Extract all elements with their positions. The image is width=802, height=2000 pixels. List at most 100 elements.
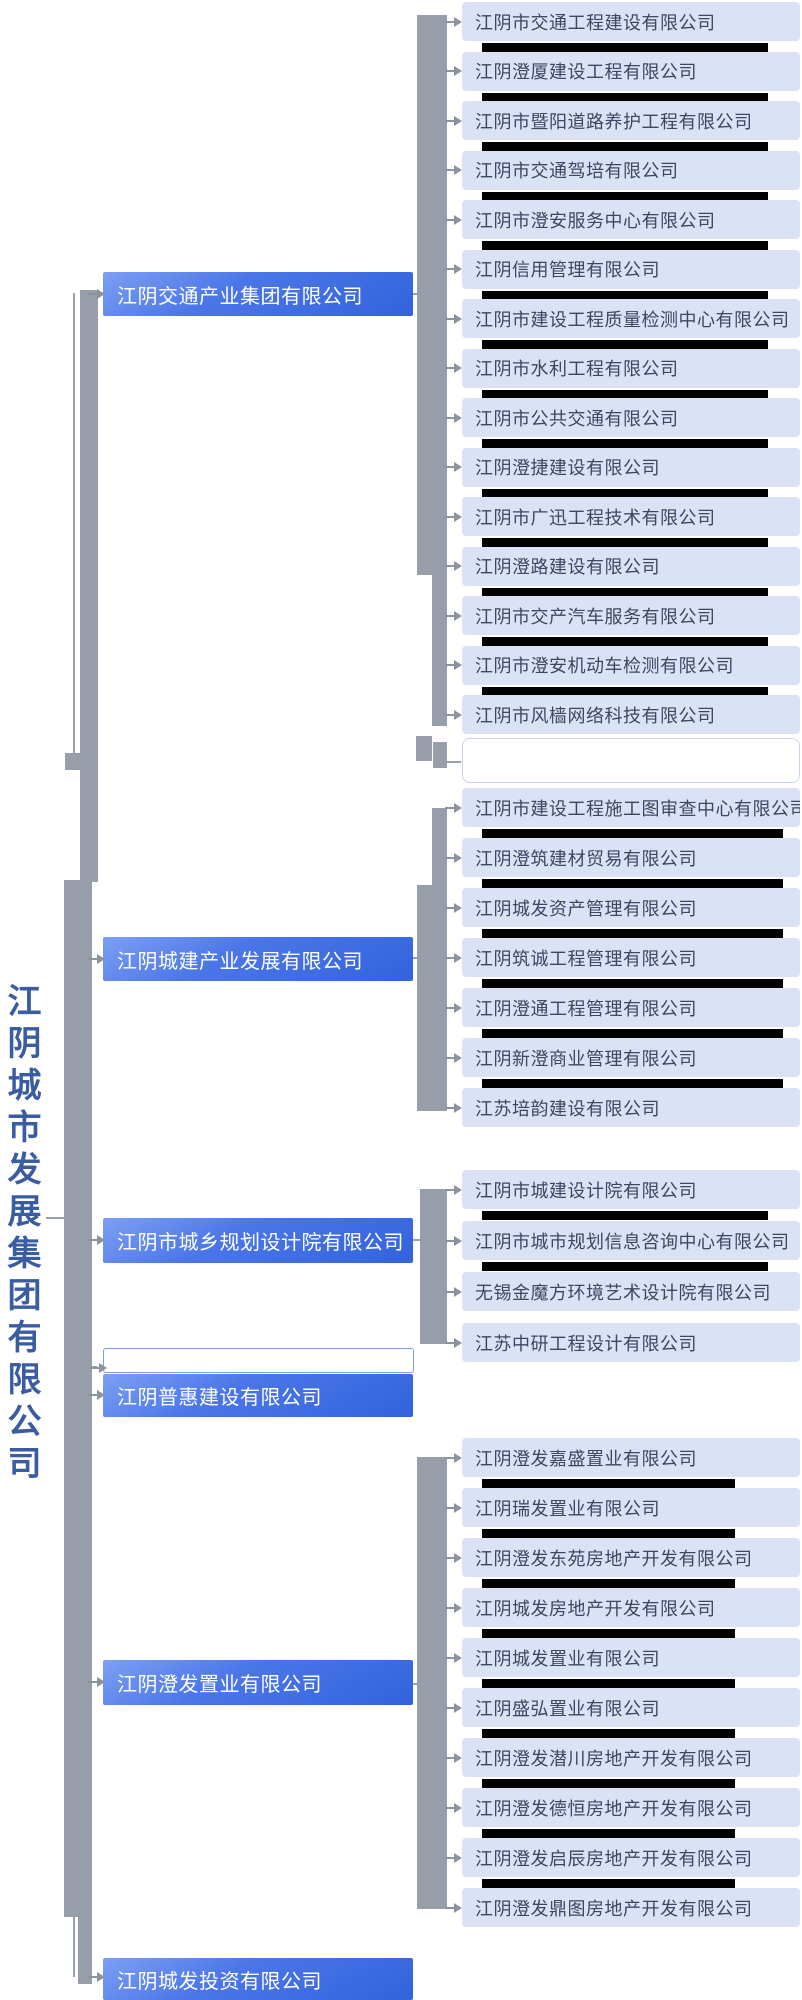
arrow-head xyxy=(454,313,462,324)
subsidiary-node: 江苏中研工程设计有限公司 xyxy=(462,1323,800,1362)
child-arrow-icon xyxy=(445,16,462,27)
redaction-bar xyxy=(482,538,768,547)
subsidiary-node: 江阴澄发启辰房地产开发有限公司 xyxy=(462,1838,800,1877)
connector-line xyxy=(413,1239,421,1241)
arrow-line xyxy=(445,1056,455,1059)
arrow-line xyxy=(445,856,455,859)
child-arrow-icon xyxy=(445,115,462,126)
arrow-line xyxy=(445,466,455,468)
arrow-head xyxy=(454,1002,462,1013)
empty-subsidiary-node xyxy=(462,738,800,783)
parent-arrow-icon xyxy=(88,1677,105,1687)
subsidiary-node: 江阴澄发德恒房地产开发有限公司 xyxy=(462,1788,800,1827)
arrow-line xyxy=(445,20,455,23)
child-arrow-icon xyxy=(445,1702,462,1713)
arrow-head xyxy=(454,802,462,813)
child-arrow-icon xyxy=(445,462,462,472)
arrow-line xyxy=(445,1806,455,1809)
arrow-line xyxy=(88,293,98,295)
child-arrow-icon xyxy=(445,1002,462,1013)
parent-node: 江阴普惠建设有限公司 xyxy=(103,1374,413,1417)
arrow-head xyxy=(454,1552,462,1563)
subsidiary-node: 江阴市水利工程有限公司 xyxy=(462,348,800,388)
redaction-bar xyxy=(482,1262,768,1271)
arrow-line xyxy=(445,713,455,716)
parent-node: 江阴市城乡规划设计院有限公司 xyxy=(103,1218,413,1263)
arrow-head xyxy=(454,1852,462,1863)
arrow-head xyxy=(97,1390,105,1400)
arrow-line xyxy=(445,1188,455,1191)
connector-line xyxy=(413,293,418,295)
arrow-head xyxy=(454,1184,462,1195)
arrow-head xyxy=(454,1652,462,1663)
child-arrow-icon xyxy=(445,660,462,670)
child-arrow-icon xyxy=(445,165,462,175)
arrow-line xyxy=(88,958,98,960)
subsidiary-node: 江苏培韵建设有限公司 xyxy=(462,1088,800,1127)
arrow-line xyxy=(445,1456,455,1459)
child-arrow-icon xyxy=(445,1552,462,1563)
redaction-bar xyxy=(482,191,768,201)
subsidiary-node: 江阴信用管理有限公司 xyxy=(462,249,800,289)
subsidiary-node: 江阴澄路建设有限公司 xyxy=(462,546,800,586)
redaction-bar xyxy=(482,290,768,300)
child-arrow-icon xyxy=(445,1337,462,1348)
connector-line xyxy=(73,293,75,763)
redaction-bar xyxy=(482,1629,735,1638)
arrow-line xyxy=(445,1606,455,1609)
arrow-head xyxy=(454,165,462,175)
parent-arrow-icon xyxy=(88,1972,105,1982)
child-arrow-icon xyxy=(445,363,462,373)
child-arrow-icon xyxy=(445,561,462,571)
child-arrow-icon xyxy=(445,802,462,813)
subsidiary-node: 江阴城发置业有限公司 xyxy=(462,1638,800,1677)
arrow-line xyxy=(88,1394,98,1396)
arrow-line xyxy=(88,1239,98,1241)
parent-node: 江阴交通产业集团有限公司 xyxy=(103,272,413,316)
redaction-bar xyxy=(482,829,783,838)
arrow-head xyxy=(454,66,462,76)
redaction-bar xyxy=(482,1479,735,1488)
redaction-bar xyxy=(482,142,768,151)
subsidiary-node: 江阴新澄商业管理有限公司 xyxy=(462,1038,800,1077)
connector-trunk xyxy=(78,1917,92,1984)
subsidiary-node: 江阴市公共交通有限公司 xyxy=(462,398,800,437)
child-arrow-icon xyxy=(445,1102,462,1113)
subsidiary-node: 江阴市澄安服务中心有限公司 xyxy=(462,200,800,239)
connector-stub xyxy=(416,736,432,761)
arrow-head xyxy=(454,1752,462,1763)
redaction-bar xyxy=(482,439,768,448)
arrow-head xyxy=(454,1602,462,1613)
subsidiary-node: 江阴市交通工程建设有限公司 xyxy=(462,2,800,41)
redaction-bar xyxy=(482,389,768,399)
arrow-head xyxy=(99,1363,107,1373)
subsidiary-node: 江阴城发房地产开发有限公司 xyxy=(462,1588,800,1627)
arrow-head xyxy=(454,1235,462,1246)
arrow-line xyxy=(88,1681,98,1683)
redaction-bar xyxy=(482,340,768,349)
arrow-head xyxy=(454,1286,462,1297)
redaction-bar xyxy=(482,1829,735,1838)
parent-arrow-icon xyxy=(88,1390,105,1400)
arrow-line xyxy=(445,169,455,171)
arrow-line xyxy=(445,1106,455,1109)
connector-stub xyxy=(433,742,447,768)
redaction-bar xyxy=(482,1779,735,1788)
arrow-line xyxy=(445,268,455,270)
arrow-head xyxy=(454,952,462,963)
parent-node: 江阴城建产业发展有限公司 xyxy=(103,937,413,981)
connector-line xyxy=(446,761,461,763)
redaction-bar xyxy=(482,1529,735,1538)
subsidiary-node: 江阴市建设工程施工图审查中心有限公司 xyxy=(462,788,800,827)
arrow-head xyxy=(454,363,462,373)
child-arrow-icon xyxy=(445,1652,462,1663)
arrow-line xyxy=(445,614,455,617)
arrow-head xyxy=(454,902,462,913)
subsidiary-node: 江阴市广迅工程技术有限公司 xyxy=(462,497,800,536)
arrow-head xyxy=(454,264,462,274)
arrow-head xyxy=(454,610,462,621)
child-arrow-icon xyxy=(445,1602,462,1613)
subsidiary-node: 江阴澄发嘉盛置业有限公司 xyxy=(462,1438,800,1477)
arrow-line xyxy=(445,565,455,567)
connector-trunk xyxy=(80,290,98,882)
